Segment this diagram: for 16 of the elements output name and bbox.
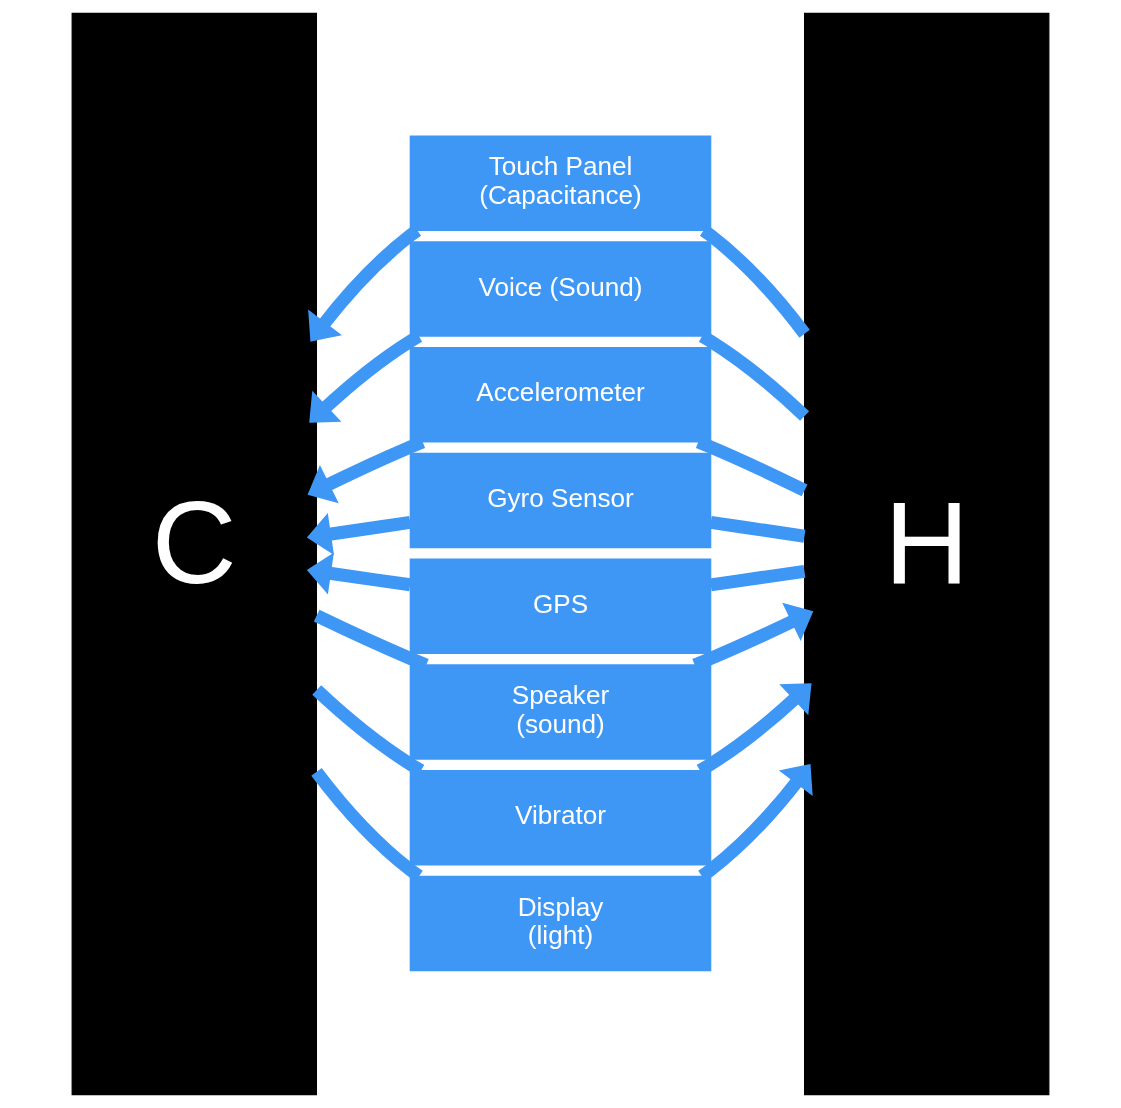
connector bbox=[709, 564, 806, 592]
node-box: Touch Panel (Capacitance) bbox=[409, 135, 712, 231]
node-box: Gyro Sensor bbox=[409, 452, 712, 549]
arrow bbox=[306, 513, 412, 556]
arrow bbox=[306, 552, 412, 595]
node-box: GPS bbox=[409, 558, 712, 654]
node-box: H bbox=[804, 12, 1050, 1096]
connector bbox=[709, 515, 806, 543]
node-box: Speaker (sound) bbox=[409, 664, 712, 760]
node-box: Vibrator bbox=[409, 770, 712, 866]
node-box: C bbox=[71, 12, 317, 1096]
arrow bbox=[308, 225, 422, 342]
node-box: Display (light) bbox=[409, 875, 712, 972]
node-box: Accelerometer bbox=[409, 347, 712, 443]
node-box: Voice (Sound) bbox=[409, 241, 712, 337]
connector bbox=[699, 225, 810, 338]
